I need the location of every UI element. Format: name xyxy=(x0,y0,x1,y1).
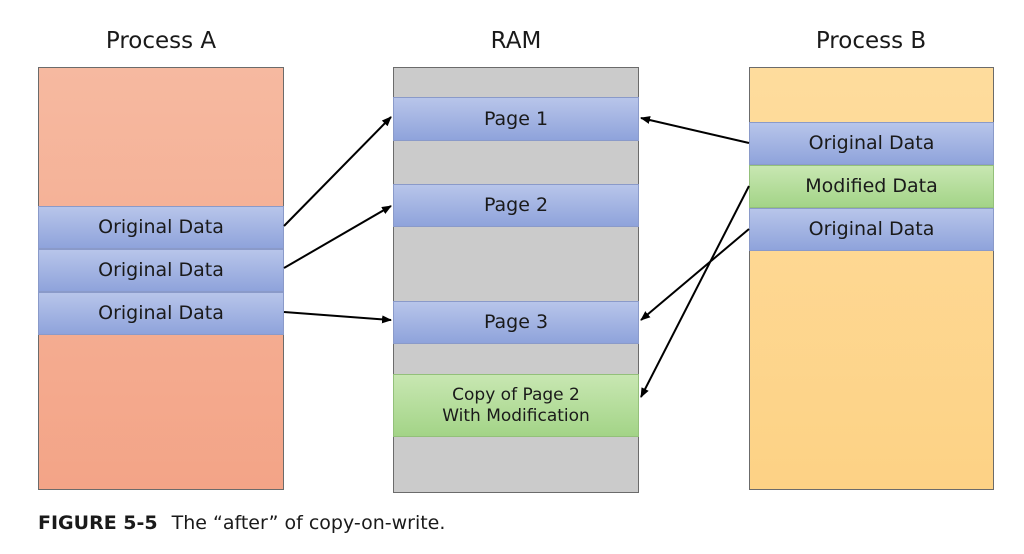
ram-page-2-copy: Copy of Page 2 With Modification xyxy=(393,374,639,437)
figure-caption-text: The “after” of copy-on-write. xyxy=(171,512,446,534)
process-b-block-bottom: Original Data xyxy=(749,208,994,251)
process-b-column: Original Data Modified Data Original Dat… xyxy=(749,67,994,490)
arrow-b-bottom-to-page3 xyxy=(640,228,750,321)
copy-page-line-2: With Modification xyxy=(442,405,590,426)
figure-label: FIGURE 5-5 xyxy=(38,512,158,534)
process-b-block-top: Original Data xyxy=(749,122,994,165)
ram-column: Page 1 Page 2 Page 3 Copy of Page 2 With… xyxy=(393,67,639,493)
ram-page-1: Page 1 xyxy=(393,97,639,141)
arrow-a2-to-page2 xyxy=(283,205,392,269)
process-a-column: Original Data Original Data Original Dat… xyxy=(38,67,284,490)
process-a-block-2: Original Data xyxy=(38,249,284,292)
ram-page-2: Page 2 xyxy=(393,184,639,227)
ram-page-3: Page 3 xyxy=(393,301,639,344)
process-b-block-modified: Modified Data xyxy=(749,165,994,208)
arrow-a3-to-page3 xyxy=(283,311,392,324)
process-a-block-1: Original Data xyxy=(38,206,284,249)
process-b-title: Process B xyxy=(815,28,927,54)
arrow-b-modified-to-copy xyxy=(640,185,750,398)
figure-caption: FIGURE 5-5 The “after” of copy-on-write. xyxy=(38,512,445,534)
ram-title: RAM xyxy=(490,28,542,54)
process-a-block-3: Original Data xyxy=(38,292,284,335)
arrow-a1-to-page1 xyxy=(283,116,392,227)
copy-page-line-1: Copy of Page 2 xyxy=(452,385,580,406)
process-a-title: Process A xyxy=(105,28,217,54)
arrow-b-top-to-page1 xyxy=(640,116,750,144)
